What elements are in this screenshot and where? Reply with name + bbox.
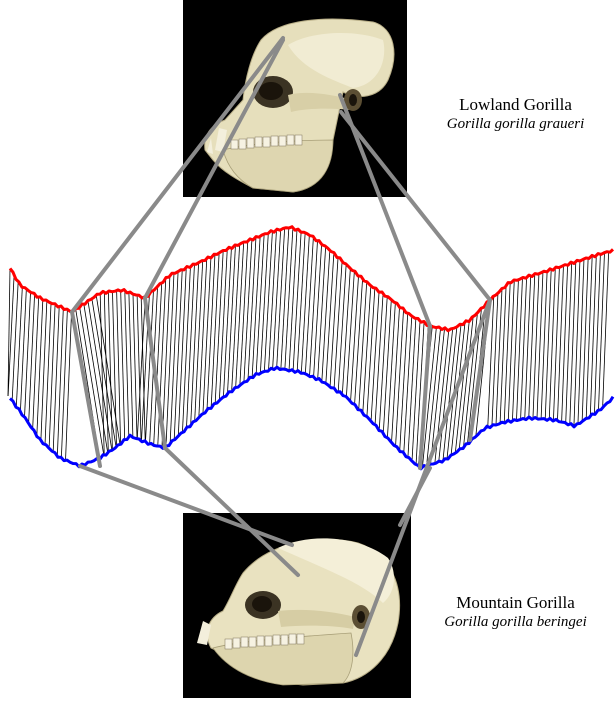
correspondence-line	[281, 228, 289, 370]
correspondence-line	[346, 271, 354, 397]
correspondence-line	[273, 231, 281, 370]
correspondence-line	[141, 298, 145, 441]
correspondence-line	[166, 273, 174, 446]
correspondence-line	[342, 269, 350, 394]
lowland-common-name: Lowland Gorilla	[418, 94, 613, 115]
correspondence-line	[108, 292, 112, 451]
correspondence-line	[355, 278, 363, 404]
correspondence-line	[392, 307, 400, 443]
mountain-common-name: Mountain Gorilla	[418, 592, 613, 613]
correspondence-line	[170, 271, 178, 444]
correspondence-line	[113, 292, 117, 446]
correspondence-line	[92, 300, 116, 447]
correspondence-line	[129, 293, 133, 438]
correspondence-line	[264, 232, 272, 371]
correspondence-line	[371, 292, 379, 422]
landmark-connector-line	[341, 112, 490, 300]
correspondence-line	[96, 295, 120, 446]
correspondence-line	[404, 316, 412, 453]
correspondence-line	[215, 251, 223, 403]
correspondence-line	[244, 240, 252, 382]
correspondence-line	[248, 237, 256, 380]
correspondence-line	[318, 246, 326, 379]
correspondence-line	[187, 264, 195, 428]
correspondence-line	[375, 293, 383, 424]
landmark-connector-line	[72, 312, 100, 466]
mountain-scientific-name: Gorilla gorilla beringei	[418, 613, 613, 632]
correspondence-line	[269, 230, 277, 371]
correspondence-line	[182, 267, 190, 433]
correspondence-line	[293, 232, 301, 370]
correspondence-line	[330, 258, 338, 388]
correspondence-line	[240, 241, 248, 386]
correspondence-line	[408, 318, 416, 458]
correspondence-line	[203, 258, 211, 415]
correspondence-line	[363, 286, 371, 413]
correspondence-line	[387, 302, 395, 438]
correspondence-line	[359, 282, 367, 410]
correspondence-line	[326, 253, 334, 383]
correspondence-line	[285, 228, 293, 369]
correspondence-line	[207, 254, 215, 410]
correspondence-line	[379, 297, 387, 431]
correspondence-line	[84, 304, 108, 453]
correspondence-line	[228, 245, 236, 394]
correspondence-line	[260, 233, 268, 374]
correspondence-line	[104, 292, 108, 452]
correspondence-line	[334, 261, 342, 388]
correspondence-lines	[8, 227, 609, 469]
correspondence-line	[232, 245, 240, 392]
correspondence-line	[305, 237, 313, 373]
correspondence-line	[322, 251, 330, 382]
correspondence-line	[289, 230, 297, 372]
correspondence-line	[195, 261, 203, 421]
correspondence-line	[137, 294, 141, 441]
correspondence-line	[178, 267, 186, 436]
correspondence-line	[223, 248, 231, 397]
correspondence-line	[256, 233, 264, 373]
landmark-connector-line	[165, 448, 298, 575]
correspondence-line	[191, 263, 199, 426]
correspondence-line	[252, 237, 260, 378]
correspondence-line	[439, 328, 453, 461]
correspondence-line	[100, 294, 104, 455]
correspondence-line	[121, 291, 125, 439]
correspondence-line	[301, 236, 309, 374]
lowland-scientific-name: Gorilla gorilla graueri	[418, 115, 613, 134]
landmark-connector-line	[80, 466, 292, 545]
correspondence-line	[117, 290, 121, 445]
correspondence-line	[277, 227, 285, 367]
correspondence-line	[367, 287, 375, 416]
correspondence-line	[314, 244, 322, 377]
correspondence-line	[383, 300, 391, 433]
landmark-connector-line	[145, 40, 283, 298]
correspondence-line	[351, 276, 359, 402]
correspondence-line	[125, 290, 129, 437]
correspondence-line	[400, 314, 408, 452]
correspondence-line	[133, 294, 137, 438]
correspondence-line	[412, 322, 420, 462]
correspondence-line	[297, 232, 305, 371]
correspondence-line	[396, 309, 404, 446]
correspondence-line	[236, 242, 244, 387]
lowland-gorilla-label: Lowland Gorilla Gorilla gorilla graueri	[418, 94, 613, 134]
correspondence-line	[310, 241, 318, 377]
correspondence-line	[174, 270, 182, 439]
correspondence-line	[137, 297, 145, 438]
correspondence-line	[338, 264, 346, 392]
mountain-gorilla-label: Mountain Gorilla Gorilla gorilla beringe…	[418, 592, 613, 632]
correspondence-line	[219, 249, 227, 402]
correspondence-line	[199, 258, 207, 418]
correspondence-line	[211, 254, 219, 409]
